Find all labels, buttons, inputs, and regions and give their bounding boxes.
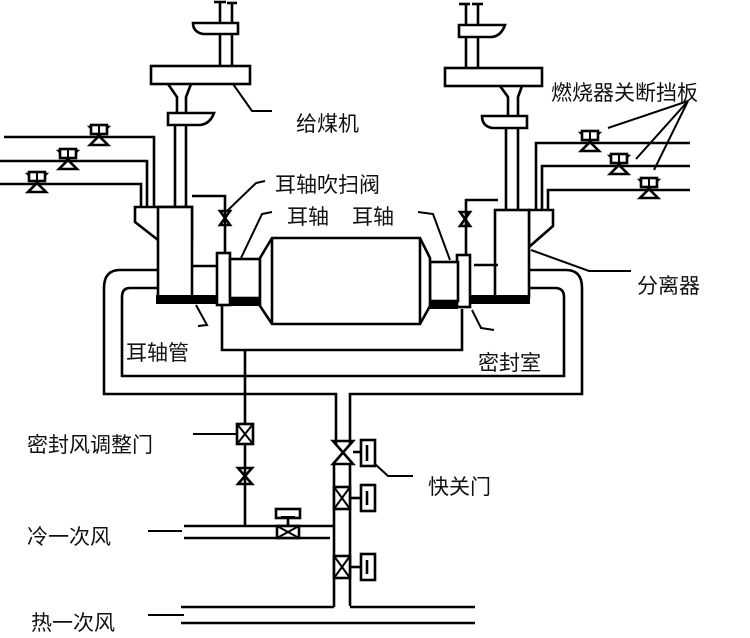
right-separator	[428, 198, 555, 309]
label-trunnion-purge-valve: 耳轴吹扫阀	[275, 173, 380, 197]
left-burner-lines	[0, 123, 156, 207]
label-seal-air-damper: 密封风调整门	[27, 433, 153, 457]
burner-damper-icon	[86, 123, 112, 147]
leader-lines	[193, 180, 631, 435]
label-separator: 分离器	[637, 274, 700, 298]
label-cold-primary-air: 冷一次风	[27, 525, 111, 549]
label-burner-shutoff-damper: 燃烧器关断挡板	[551, 81, 698, 105]
label-trunnion-left: 耳轴	[287, 205, 329, 229]
seal-air-piping	[102, 268, 584, 525]
label-trunnion-right: 耳轴	[352, 205, 394, 229]
primary-air-ducts	[148, 507, 475, 625]
burner-damper-icon	[55, 147, 81, 171]
burner-damper-icon	[636, 176, 662, 200]
label-seal-chamber: 密封室	[478, 351, 541, 375]
burner-damper-icon	[24, 170, 50, 194]
label-coal-feeder: 给煤机	[296, 112, 359, 136]
burner-damper-icon	[606, 152, 632, 176]
right-burner-lines	[534, 100, 690, 210]
left-separator	[133, 194, 262, 307]
mill-drum	[258, 236, 432, 326]
left-coal-feeder	[149, 0, 272, 207]
label-hot-primary-air: 热一次风	[31, 611, 115, 635]
label-trunnion-pipe: 耳轴管	[126, 341, 189, 365]
right-coal-feeder	[443, 2, 544, 210]
quick-shutoff-stack	[330, 438, 413, 607]
label-quick-shutoff-gate: 快关门	[428, 475, 491, 499]
burner-damper-icon	[577, 129, 603, 153]
